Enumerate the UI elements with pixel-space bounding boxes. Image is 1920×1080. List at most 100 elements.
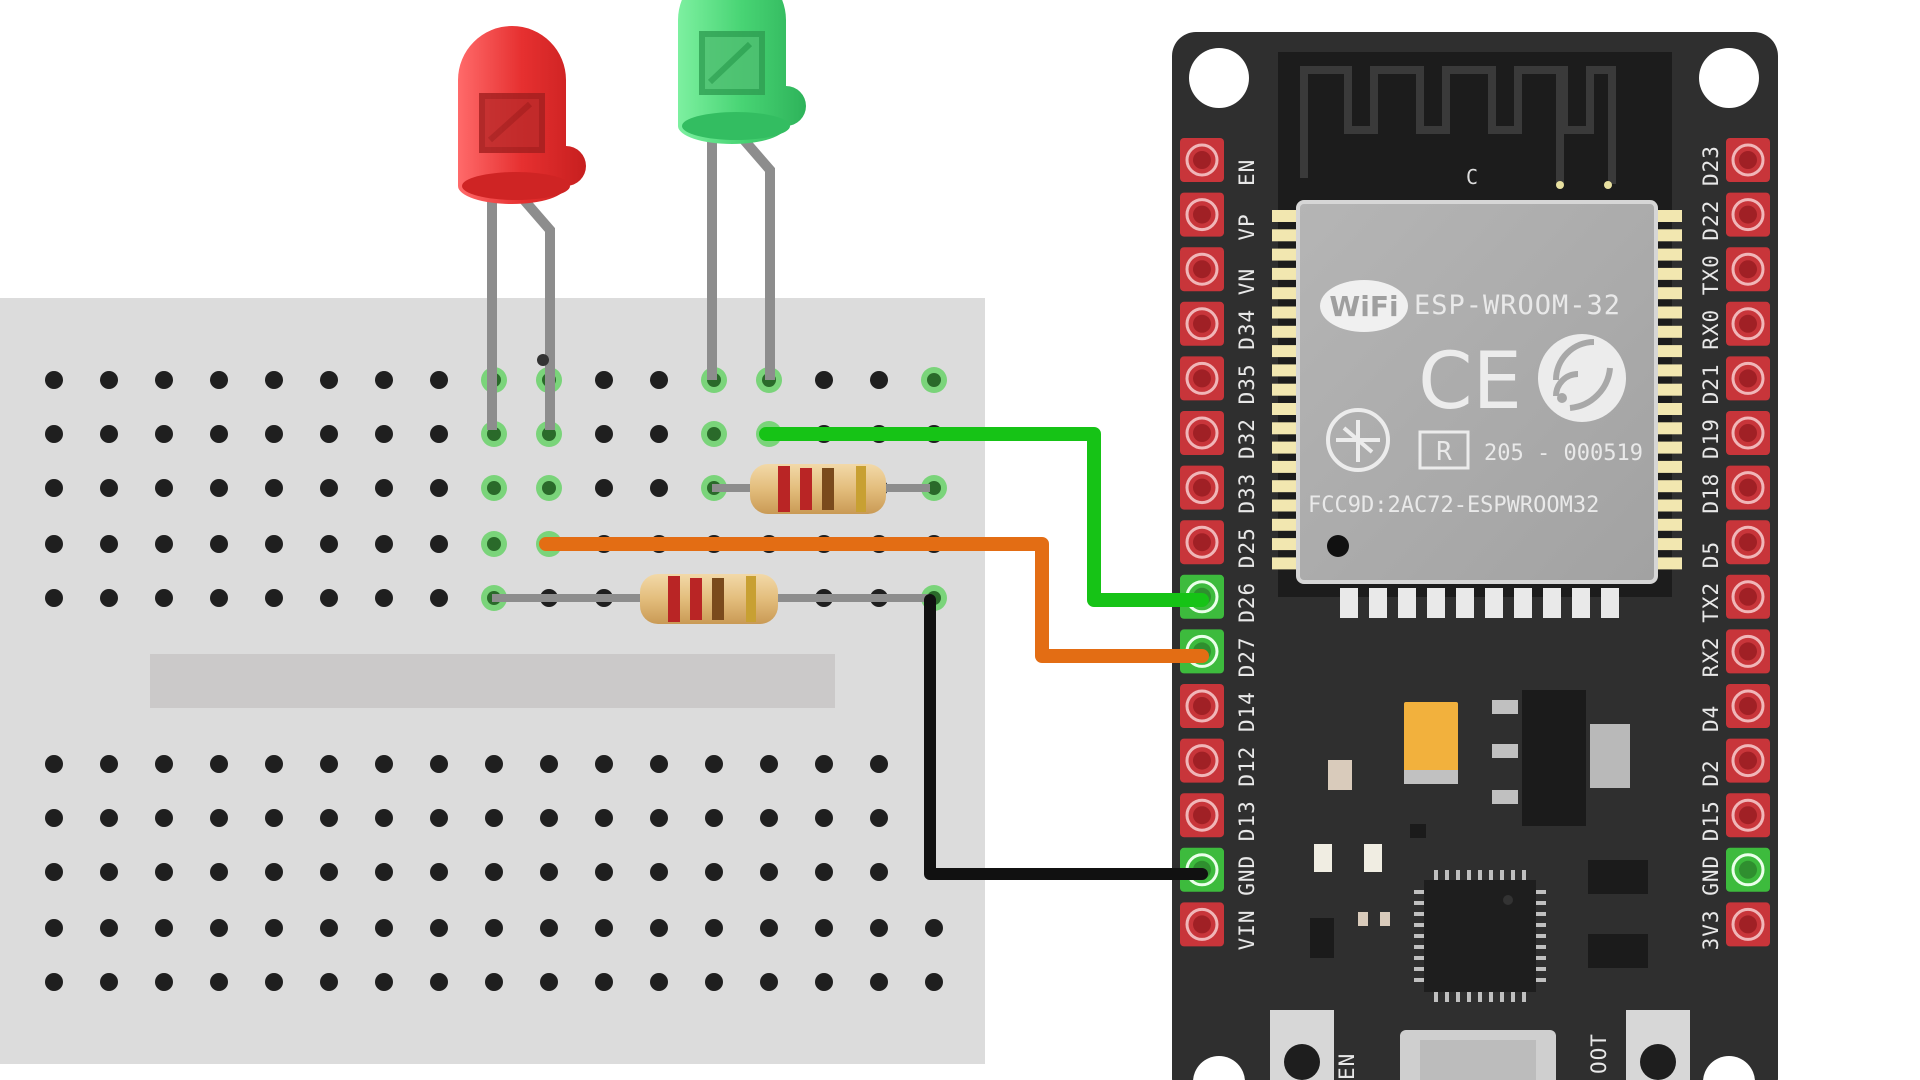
breadboard-hole[interactable] xyxy=(100,919,118,937)
breadboard-hole[interactable] xyxy=(595,973,613,991)
breadboard-hole[interactable] xyxy=(375,371,393,389)
breadboard-hole[interactable] xyxy=(320,863,338,881)
breadboard-hole[interactable] xyxy=(45,479,63,497)
breadboard-hole[interactable] xyxy=(650,425,668,443)
green-wire[interactable] xyxy=(759,427,1209,607)
breadboard-hole[interactable] xyxy=(320,589,338,607)
breadboard-hole[interactable] xyxy=(650,755,668,773)
breadboard-hole[interactable] xyxy=(45,863,63,881)
breadboard-hole[interactable] xyxy=(45,809,63,827)
breadboard-hole[interactable] xyxy=(265,479,283,497)
breadboard-hole[interactable] xyxy=(155,973,173,991)
breadboard-hole[interactable] xyxy=(320,535,338,553)
orange-wire[interactable] xyxy=(539,537,1209,663)
breadboard-hole[interactable] xyxy=(100,425,118,443)
breadboard-hole[interactable] xyxy=(760,809,778,827)
breadboard-hole[interactable] xyxy=(430,919,448,937)
breadboard-hole[interactable] xyxy=(155,371,173,389)
breadboard-hole[interactable] xyxy=(265,919,283,937)
breadboard-hole[interactable] xyxy=(540,863,558,881)
breadboard-hole[interactable] xyxy=(210,535,228,553)
breadboard-hole[interactable] xyxy=(705,863,723,881)
breadboard-hole[interactable] xyxy=(925,919,943,937)
breadboard-hole[interactable] xyxy=(265,863,283,881)
breadboard-hole[interactable] xyxy=(100,973,118,991)
breadboard-hole[interactable] xyxy=(210,479,228,497)
breadboard-hole[interactable] xyxy=(375,535,393,553)
breadboard-hole[interactable] xyxy=(540,809,558,827)
breadboard-hole[interactable] xyxy=(870,755,888,773)
breadboard-hole[interactable] xyxy=(375,425,393,443)
breadboard-hole[interactable] xyxy=(320,809,338,827)
breadboard-hole[interactable] xyxy=(705,755,723,773)
breadboard-hole[interactable] xyxy=(430,755,448,773)
breadboard-hole[interactable] xyxy=(375,919,393,937)
breadboard-hole[interactable] xyxy=(210,755,228,773)
breadboard-hole[interactable] xyxy=(430,589,448,607)
breadboard-hole[interactable] xyxy=(100,809,118,827)
breadboard-hole[interactable] xyxy=(815,919,833,937)
breadboard-hole[interactable] xyxy=(265,535,283,553)
breadboard-hole[interactable] xyxy=(210,589,228,607)
en-button-cap[interactable] xyxy=(1284,1044,1320,1080)
breadboard-hole[interactable] xyxy=(155,919,173,937)
breadboard-hole[interactable] xyxy=(265,755,283,773)
breadboard-hole[interactable] xyxy=(45,589,63,607)
breadboard-hole[interactable] xyxy=(705,973,723,991)
breadboard-hole[interactable] xyxy=(870,973,888,991)
breadboard-hole[interactable] xyxy=(320,479,338,497)
breadboard-hole[interactable] xyxy=(540,919,558,937)
breadboard-hole[interactable] xyxy=(485,973,503,991)
breadboard-hole[interactable] xyxy=(815,863,833,881)
breadboard-hole[interactable] xyxy=(650,863,668,881)
breadboard-hole[interactable] xyxy=(210,973,228,991)
breadboard-hole[interactable] xyxy=(870,371,888,389)
breadboard-hole[interactable] xyxy=(375,973,393,991)
breadboard-hole[interactable] xyxy=(45,535,63,553)
breadboard-hole[interactable] xyxy=(320,755,338,773)
breadboard-hole[interactable] xyxy=(595,425,613,443)
breadboard-hole[interactable] xyxy=(705,809,723,827)
breadboard-hole[interactable] xyxy=(870,863,888,881)
breadboard-hole[interactable] xyxy=(155,479,173,497)
breadboard-hole[interactable] xyxy=(375,755,393,773)
breadboard-hole[interactable] xyxy=(100,589,118,607)
breadboard-hole[interactable] xyxy=(485,755,503,773)
breadboard-hole[interactable] xyxy=(815,809,833,827)
breadboard-hole[interactable] xyxy=(100,535,118,553)
breadboard-hole[interactable] xyxy=(210,863,228,881)
breadboard-hole[interactable] xyxy=(45,919,63,937)
breadboard-hole[interactable] xyxy=(320,371,338,389)
breadboard-hole[interactable] xyxy=(265,589,283,607)
breadboard-hole[interactable] xyxy=(375,863,393,881)
breadboard-hole[interactable] xyxy=(155,809,173,827)
breadboard-hole[interactable] xyxy=(760,919,778,937)
breadboard-hole[interactable] xyxy=(485,919,503,937)
breadboard-hole[interactable] xyxy=(595,919,613,937)
breadboard-hole[interactable] xyxy=(210,809,228,827)
breadboard-hole[interactable] xyxy=(155,535,173,553)
breadboard-hole[interactable] xyxy=(540,973,558,991)
breadboard-hole[interactable] xyxy=(815,371,833,389)
breadboard-hole[interactable] xyxy=(320,919,338,937)
breadboard-hole[interactable] xyxy=(375,809,393,827)
breadboard-hole[interactable] xyxy=(265,371,283,389)
breadboard-hole[interactable] xyxy=(265,809,283,827)
breadboard-hole[interactable] xyxy=(870,809,888,827)
breadboard-hole[interactable] xyxy=(650,479,668,497)
breadboard-hole[interactable] xyxy=(595,809,613,827)
breadboard-hole[interactable] xyxy=(540,755,558,773)
breadboard-hole[interactable] xyxy=(430,535,448,553)
breadboard-hole[interactable] xyxy=(320,973,338,991)
breadboard-hole[interactable] xyxy=(155,425,173,443)
breadboard-hole[interactable] xyxy=(45,973,63,991)
breadboard-hole[interactable] xyxy=(100,863,118,881)
breadboard-hole[interactable] xyxy=(45,371,63,389)
breadboard-hole[interactable] xyxy=(650,919,668,937)
breadboard-hole[interactable] xyxy=(650,371,668,389)
breadboard-hole[interactable] xyxy=(265,425,283,443)
breadboard-hole[interactable] xyxy=(320,425,338,443)
breadboard-hole[interactable] xyxy=(815,973,833,991)
breadboard-hole[interactable] xyxy=(430,863,448,881)
breadboard-hole[interactable] xyxy=(430,425,448,443)
